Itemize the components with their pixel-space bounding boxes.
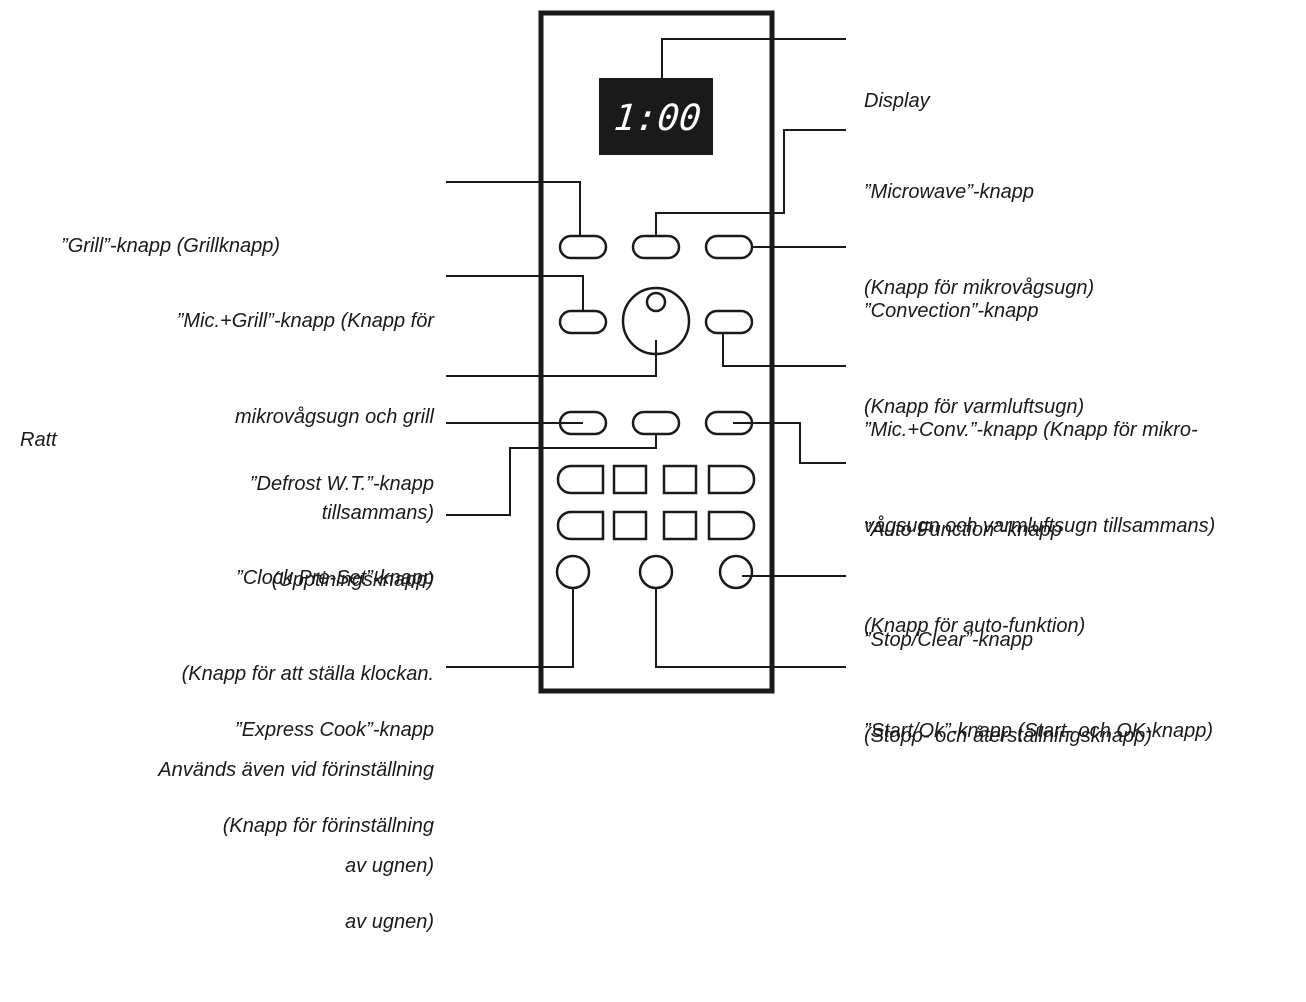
label-line: vågsugn och varmluftsugn tillsammans)	[864, 515, 1216, 537]
display-readout: 1:00	[612, 97, 703, 139]
label-line: ”Clock Pre-Set”-knapp	[236, 567, 434, 589]
label-line: ”Convection”-knapp	[864, 300, 1039, 322]
label-stop-clear: ”Stop/Clear”-knapp (Stopp- och återställ…	[864, 560, 1152, 816]
label-mic-grill: ”Mic.+Grill”-knapp (Knapp för mikrovågsu…	[177, 241, 434, 593]
mic-conv-button[interactable]	[704, 309, 754, 335]
label-line: av ugnen)	[345, 911, 434, 933]
display-screen	[599, 78, 713, 155]
label-convection: ”Convection”-knapp (Knapp för varmluftsu…	[864, 231, 1084, 487]
label-line: ”Mic.+Conv.”-knapp (Knapp för mikro-	[864, 419, 1198, 441]
convection-button[interactable]	[704, 234, 754, 260]
label-line: tillsammans)	[321, 502, 434, 524]
label-grill: ”Grill”-knapp (Grillknapp)	[61, 166, 280, 326]
grill-button[interactable]	[558, 234, 608, 260]
dial-knob	[645, 291, 667, 313]
diagram-canvas: 1:00	[446, 10, 846, 694]
label-line: Ratt	[20, 429, 57, 451]
label-line: ”Stop/Clear”-knapp	[864, 629, 1033, 651]
label-line: ”Defrost W.T.”-knapp	[249, 473, 434, 495]
label-line: (Knapp för förinställning	[222, 815, 434, 837]
leader-mic-conv	[722, 333, 846, 367]
keypad-key[interactable]	[556, 510, 605, 541]
leader-grill	[446, 181, 581, 236]
keypad-key[interactable]	[707, 464, 756, 495]
label-line: ”Start/Ok”-knapp (Start- och OK-knapp)	[864, 720, 1214, 742]
keypad-key[interactable]	[612, 510, 648, 541]
express-cook-button[interactable]	[555, 554, 591, 590]
keypad-key[interactable]	[612, 464, 648, 495]
label-line: ”Auto Function”-knapp	[864, 519, 1062, 541]
leader-clock	[446, 434, 657, 516]
label-line: mikrovågsugn och grill	[235, 406, 434, 428]
keypad-key[interactable]	[662, 510, 698, 541]
mic-grill-button[interactable]	[558, 309, 608, 335]
label-express: ”Express Cook”-knapp (Knapp för förinstä…	[223, 650, 434, 1002]
leader-dial	[446, 340, 657, 377]
keypad-key[interactable]	[707, 510, 756, 541]
label-line: (Knapp för auto-funktion)	[864, 615, 1086, 637]
label-line: (Stopp- och återställningsknapp)	[864, 725, 1152, 747]
label-microwave: ”Microwave”-knapp (Knapp för mikrovågsug…	[864, 112, 1094, 368]
label-defrost: ”Defrost W.T.”-knapp (Upptiningsknapp)	[250, 404, 434, 660]
label-line: ”Microwave”-knapp	[864, 181, 1035, 203]
leader-mic-grill	[446, 275, 584, 311]
label-auto-function: ”Auto Function”-knapp (Knapp för auto-fu…	[864, 450, 1085, 706]
leader-auto-function	[733, 422, 846, 464]
control-panel-diagram: 1:00	[20, 10, 1215, 933]
label-start-ok: ”Start/Ok”-knapp (Start- och OK-knapp)	[864, 651, 1213, 811]
microwave-button[interactable]	[631, 234, 681, 260]
label-line: (Knapp för varmluftsugn)	[864, 396, 1085, 418]
label-line: ”Grill”-knapp (Grillknapp)	[61, 235, 280, 257]
label-line: (Knapp för att ställa klockan.	[181, 663, 434, 685]
clock-preset-button[interactable]	[631, 410, 681, 436]
label-dial: Ratt	[20, 360, 57, 520]
leader-microwave	[655, 129, 846, 236]
keypad-key[interactable]	[662, 464, 698, 495]
label-line: ”Mic.+Grill”-knapp (Knapp för	[176, 310, 434, 332]
keypad-key[interactable]	[556, 464, 605, 495]
stop-clear-button[interactable]	[718, 554, 754, 590]
leader-express	[446, 588, 574, 668]
label-line: ”Express Cook”-knapp	[235, 719, 434, 741]
leader-start-ok	[655, 588, 846, 668]
label-display: Display	[864, 21, 930, 181]
leader-display	[661, 38, 846, 100]
label-mic-conv: ”Mic.+Conv.”-knapp (Knapp för mikro- våg…	[864, 350, 1215, 606]
label-line: Display	[864, 90, 930, 112]
label-line: (Upptiningsknapp)	[271, 569, 434, 591]
label-line: (Knapp för mikrovågsugn)	[864, 277, 1095, 299]
start-ok-button[interactable]	[638, 554, 674, 590]
